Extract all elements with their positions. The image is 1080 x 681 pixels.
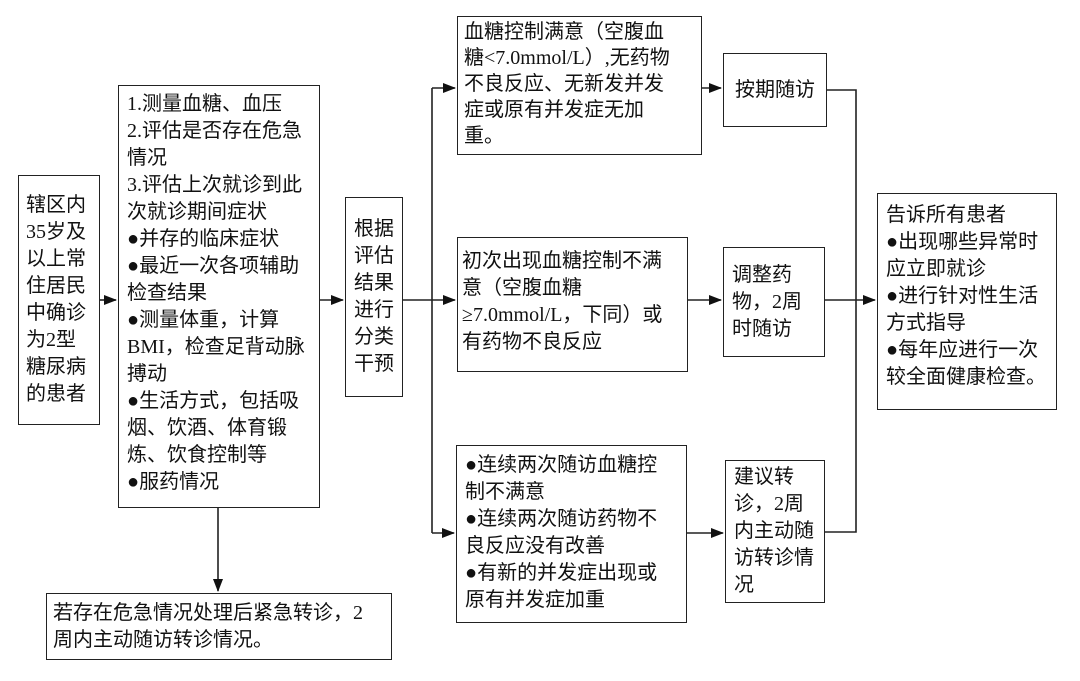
node-tell-all-patients-text: 告诉所有患者 ●出现哪些异常时 应立即就诊 ●进行针对性生活 方式指导 ●每年应… (886, 204, 1046, 388)
node-classify-intervention-text: 根据 评估 结果 进行 分类 干预 (354, 218, 394, 375)
node-suggest-referral: 建议转 诊，2周 内主动随 访转诊情 况 (725, 460, 825, 603)
node-adjust-medication-text: 调整药 物，2周 时随访 (732, 263, 802, 340)
node-scheduled-followup: 按期随访 (723, 53, 827, 127)
node-emergency-referral: 若存在危急情况处理后紧急转诊，2 周内主动随访转诊情况。 (46, 593, 392, 660)
node-tell-all-patients: 告诉所有患者 ●出现哪些异常时 应立即就诊 ●进行针对性生活 方式指导 ●每年应… (877, 193, 1057, 410)
node-classify-intervention: 根据 评估 结果 进行 分类 干预 (345, 197, 403, 397)
node-glucose-satisfactory: 血糖控制满意（空腹血 糖<7.0mmol/L）,无药物 不良反应、无新发并发 症… (457, 16, 702, 155)
node-first-unsatisfactory: 初次出现血糖控制不满 意（空腹血糖 ≥7.0mmol/L，下同）或 有药物不良反… (457, 237, 688, 372)
node-two-consecutive-unsatisfactory-text: ●连续两次随访血糖控 制不满意 ●连续两次随访药物不 良反应没有改善 ●有新的并… (465, 454, 658, 611)
node-glucose-satisfactory-text: 血糖控制满意（空腹血 糖<7.0mmol/L）,无药物 不良反应、无新发并发 症… (464, 21, 670, 147)
node-target-population-text: 辖区内 35岁及 以上常 住居民 中确诊 为2型 糖尿病 的患者 (26, 194, 86, 405)
node-first-unsatisfactory-text: 初次出现血糖控制不满 意（空腹血糖 ≥7.0mmol/L，下同）或 有药物不良反… (462, 250, 663, 353)
node-visit-assessment-text: 1.测量血糖、血压 2.评估是否存在危急 情况 3.评估上次就诊到此 次就诊期间… (127, 93, 305, 493)
node-emergency-referral-text: 若存在危急情况处理后紧急转诊，2 周内主动随访转诊情况。 (53, 601, 363, 651)
node-two-consecutive-unsatisfactory: ●连续两次随访血糖控 制不满意 ●连续两次随访药物不 良反应没有改善 ●有新的并… (456, 445, 687, 623)
node-visit-assessment: 1.测量血糖、血压 2.评估是否存在危急 情况 3.评估上次就诊到此 次就诊期间… (118, 85, 320, 508)
connector-referral-to-bus (825, 300, 857, 533)
connector-followup-to-bus (827, 89, 857, 300)
node-target-population: 辖区内 35岁及 以上常 住居民 中确诊 为2型 糖尿病 的患者 (18, 175, 100, 425)
node-scheduled-followup-text: 按期随访 (735, 78, 815, 101)
node-adjust-medication: 调整药 物，2周 时随访 (723, 247, 825, 357)
node-suggest-referral-text: 建议转 诊，2周 内主动随 访转诊情 况 (734, 466, 814, 596)
